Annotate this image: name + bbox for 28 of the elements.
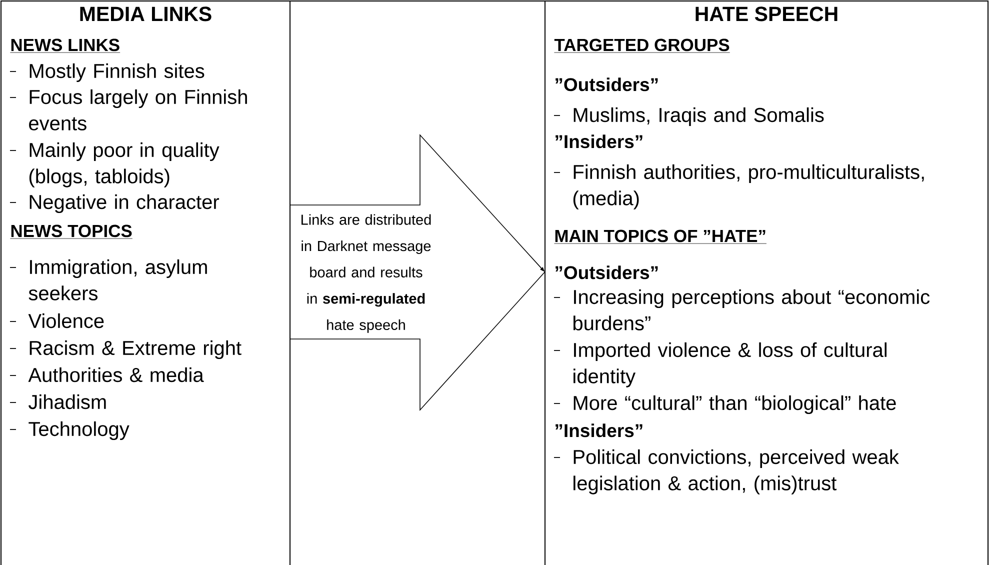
list-item: Technology xyxy=(10,421,130,440)
list-item: Authorities & media xyxy=(10,367,204,382)
list-item: More “cultural” than “biological” hate xyxy=(554,395,896,414)
section-heading: NEWS TOPICS xyxy=(10,224,133,239)
list-item: Negative in character xyxy=(10,194,220,214)
section-heading: TARGETED GROUPS xyxy=(554,38,730,53)
list-item: Finnish authorities, pro-multiculturalists, (media) xyxy=(554,164,924,210)
section-heading: NEWS LINKS xyxy=(10,38,120,53)
list-item: Focus largely on Finnish events xyxy=(10,89,247,130)
list-item: Imported violence & loss of cultural identity xyxy=(554,342,886,388)
list-item: Jihadism xyxy=(10,394,106,410)
column-heading: HATE SPEECH xyxy=(696,6,838,22)
group-label: ”Outsiders” xyxy=(556,78,658,92)
section-heading: MAIN TOPICS OF ”HATE” xyxy=(554,230,767,244)
list-item: Violence xyxy=(10,313,104,328)
list-item: Mostly Finnish sites xyxy=(10,63,204,82)
list-item: Muslims, Iraqis and Somalis xyxy=(554,107,824,126)
group-label: ”Insiders” xyxy=(556,424,642,438)
list-item: Political convictions, perceived weak legislation & action, (mis)trust xyxy=(554,449,899,494)
list-item: Racism & Extreme right xyxy=(10,340,242,360)
edge-label: Links are distributed in Darknet message board and results in semi-regulated hate speech xyxy=(302,214,431,333)
group-label: ”Insiders” xyxy=(556,134,642,148)
column-heading: MEDIA LINKS xyxy=(80,6,212,22)
list-item: Mainly poor in quality (blogs, tabloids) xyxy=(10,142,220,188)
block-arrow xyxy=(290,134,546,412)
list-item: Immigration, asylum seekers xyxy=(10,259,207,300)
group-label: ”Outsiders” xyxy=(556,266,658,280)
list-item: Increasing perceptions about “economic burdens” xyxy=(554,289,930,330)
